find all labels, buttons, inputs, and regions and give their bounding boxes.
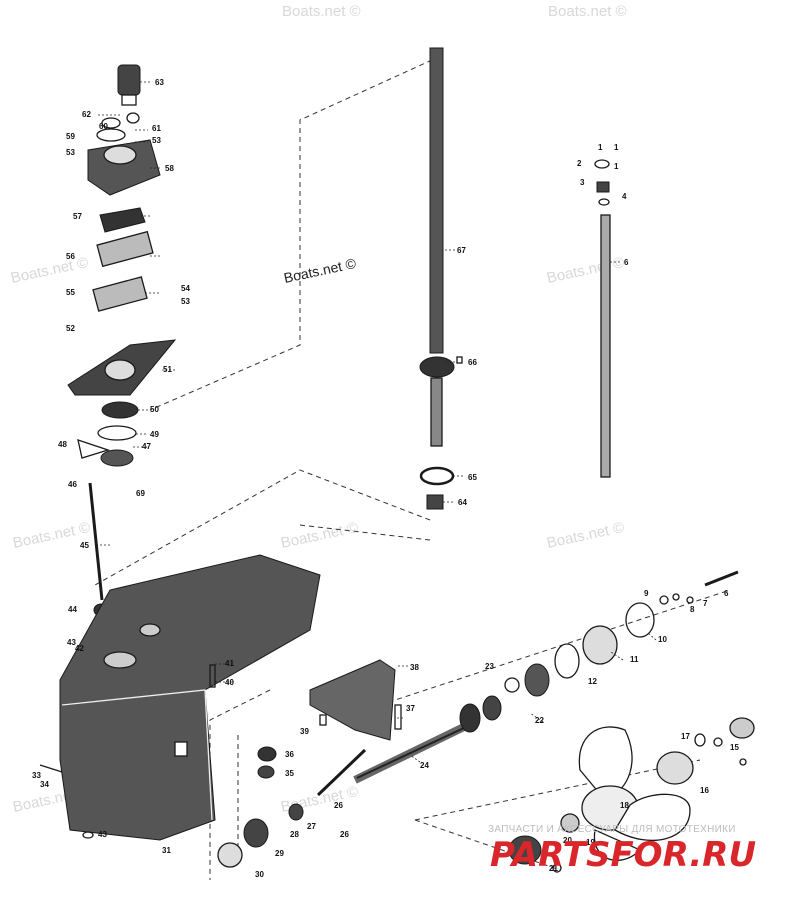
lower-unit-parts [209,659,402,868]
part-label: 3 [580,178,585,187]
part-label: 47 [142,442,151,451]
part-label: 55 [66,288,75,297]
part-label: 20 [563,836,572,845]
part-label: 43 [98,830,107,839]
part-label: 58 [165,164,174,173]
part-label: 44 [68,605,77,614]
part-label: 45 [80,541,89,550]
part-label: 7 [703,599,708,608]
part-label: 19 [586,838,595,847]
part-label: 16 [700,786,709,795]
water-pump-assembly [67,64,177,617]
part-label: 42 [75,644,84,653]
part-label: 24 [420,761,429,770]
part-label: 33 [32,771,41,780]
part-label: 50 [150,405,159,414]
watermark: Boats.net © [282,3,361,20]
part-label: 46 [68,480,77,489]
part-label: 10 [658,635,667,644]
part-label: 53 [152,136,161,145]
part-label: 48 [58,440,67,449]
part-label: 12 [588,677,597,686]
watermark: Boats.net © [548,3,627,20]
part-label: 69 [136,489,145,498]
part-label: 59 [66,132,75,141]
brand-logo-text: PARTSFOR.RU [490,835,756,875]
watermark: Boats.net © [9,254,89,287]
part-label: 63 [155,78,164,87]
part-label: 53 [181,297,190,306]
part-label: 31 [162,846,171,855]
part-label: 21 [549,864,558,873]
part-label: 1 [614,143,619,152]
watermark: Boats.net © [545,519,625,552]
part-label: 27 [307,822,316,831]
part-label: 60 [99,122,108,131]
part-label: 23 [485,662,494,671]
part-label: 54 [181,284,190,293]
part-label: 62 [82,110,91,119]
part-label: 26 [340,830,349,839]
shift-rod [594,159,611,478]
watermark: Boats.net © [279,519,359,552]
gear-housing [39,554,321,841]
part-label: 26 [334,801,343,810]
part-label: 43 [67,638,76,647]
watermark: Boats.net © [545,254,625,287]
part-label: 67 [457,246,466,255]
part-label: 1 [614,162,619,171]
part-label: 37 [406,704,415,713]
main-watermark: Boats.net © [282,255,358,286]
part-label: 17 [681,732,690,741]
part-label: 61 [152,124,161,133]
part-label: 41 [225,659,234,668]
part-label: 18 [620,801,629,810]
part-label: 65 [468,473,477,482]
part-label: 52 [66,324,75,333]
part-label: 1 [598,143,603,152]
propeller-shaft [353,721,470,784]
part-label: 49 [150,430,159,439]
part-label: 66 [468,358,477,367]
brand-logo: ЗАПЧАСТИ И АКСЕССУАРЫ ДЛЯ МОТОТЕХНИКИ PA… [488,824,756,875]
part-label: 6 [624,258,629,267]
part-label: 11 [630,655,639,664]
part-label: 6 [724,589,729,598]
part-label: 4 [622,192,627,201]
part-label: 29 [275,849,284,858]
part-label: 2 [577,159,582,168]
part-label: 56 [66,252,75,261]
leader-lines [96,81,657,763]
part-label: 15 [730,743,739,752]
brand-tagline: ЗАПЧАСТИ И АКСЕССУАРЫ ДЛЯ МОТОТЕХНИКИ [488,824,736,835]
part-label: 57 [73,212,82,221]
part-label: 9 [644,589,649,598]
propeller [508,717,755,873]
part-label: 64 [458,498,467,507]
part-label: 39 [300,727,309,736]
part-label: 30 [255,870,264,879]
part-label: 36 [285,750,294,759]
assembly-guide-lines [94,59,731,880]
part-label: 8 [690,605,695,614]
part-label: 22 [535,716,544,725]
part-label: 28 [290,830,299,839]
part-label: 38 [410,663,419,672]
drive-shaft [419,47,463,510]
gear-train [459,570,739,733]
part-labels: 63 62 60 61 59 53 53 58 57 56 54 55 53 5… [32,78,739,879]
part-label: 51 [163,365,172,374]
part-label: 35 [285,769,294,778]
part-label: 40 [225,678,234,687]
part-label: 34 [40,780,49,789]
part-label: 53 [66,148,75,157]
